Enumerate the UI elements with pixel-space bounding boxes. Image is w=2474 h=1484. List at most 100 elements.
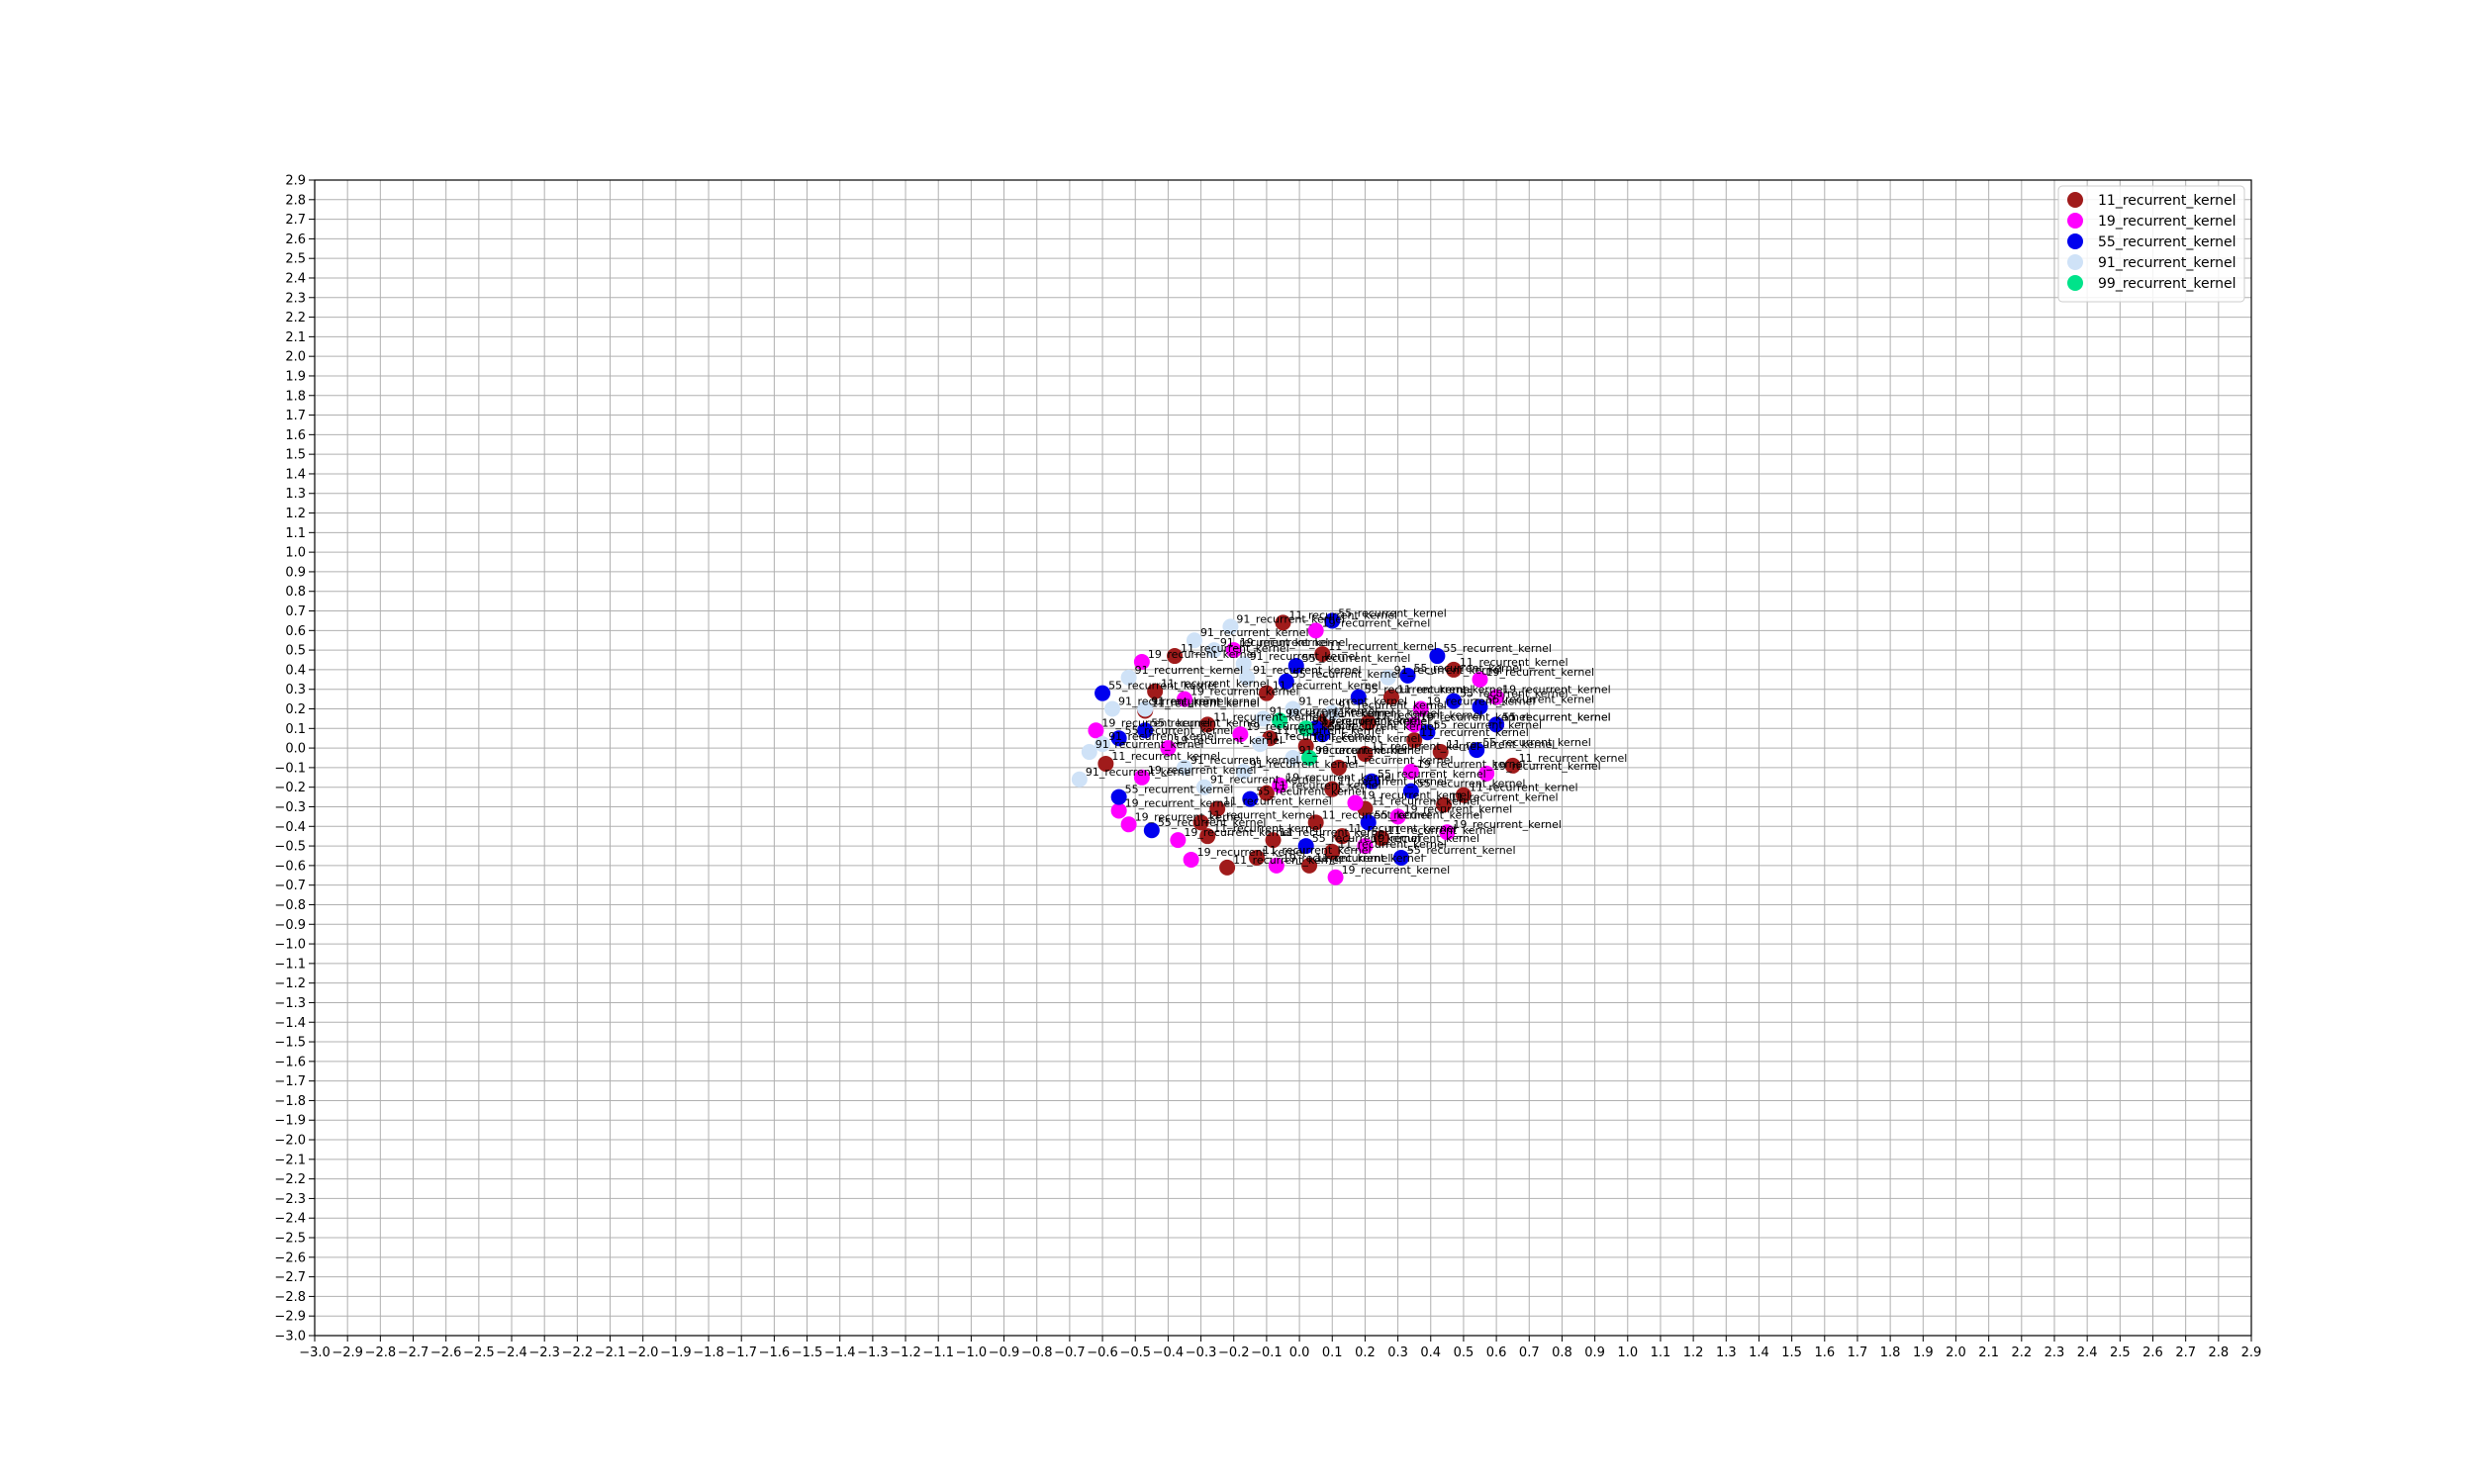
point-label: 11_recurrent_kernel bbox=[1420, 726, 1529, 739]
scatter-point bbox=[1334, 828, 1351, 845]
point-label: 19_recurrent_kernel bbox=[1184, 826, 1292, 839]
point-label: 55_recurrent_kernel bbox=[1378, 768, 1486, 781]
y-tick-label: −1.4 bbox=[274, 1016, 306, 1031]
point-label: 91_recurrent_kernel bbox=[1210, 774, 1319, 787]
point-label: 91_recurrent_kernel bbox=[1266, 730, 1375, 743]
point-label: 91_recurrent_kernel bbox=[1086, 766, 1194, 779]
scatter-point bbox=[1297, 838, 1314, 855]
scatter-point bbox=[1402, 763, 1419, 780]
x-tick-label: −2.4 bbox=[496, 1345, 527, 1360]
point-label: 55_recurrent_kernel bbox=[1365, 684, 1474, 696]
point-label: 19_recurrent_kernel bbox=[1322, 714, 1431, 727]
x-tick-label: −0.3 bbox=[1186, 1345, 1217, 1360]
point-label: 55_recurrent_kernel bbox=[1125, 724, 1234, 737]
scatter-point bbox=[1285, 700, 1301, 717]
x-tick-label: −0.1 bbox=[1251, 1345, 1283, 1360]
point-label: 55_recurrent_kernel bbox=[1312, 832, 1421, 845]
scatter-point bbox=[1120, 816, 1137, 833]
point-label: 11_recurrent_kernel bbox=[1263, 844, 1372, 857]
point-label: 19_recurrent_kernel bbox=[1125, 796, 1234, 809]
scatter-point bbox=[1324, 704, 1341, 721]
scatter-point bbox=[1170, 832, 1187, 849]
y-tick-label: −2.0 bbox=[274, 1134, 306, 1149]
scatter-point bbox=[1380, 669, 1396, 686]
point-label: 11_recurrent_kernel bbox=[1213, 822, 1322, 835]
scatter-point bbox=[1205, 642, 1222, 659]
point-label: 91_recurrent_kernel bbox=[1220, 636, 1329, 649]
scatter-point bbox=[1248, 849, 1265, 866]
x-tick-label: 0.5 bbox=[1454, 1345, 1475, 1360]
x-tick-label: 2.4 bbox=[2077, 1345, 2098, 1360]
scatter-point bbox=[1235, 655, 1252, 672]
point-label: 19_recurrent_kernel bbox=[1240, 636, 1349, 649]
point-label: 19_recurrent_kernel bbox=[1322, 616, 1431, 629]
scatter-point bbox=[1472, 698, 1488, 715]
point-label: 11_recurrent_kernel bbox=[1322, 808, 1431, 821]
point-label: 11_recurrent_kernel bbox=[1460, 656, 1569, 669]
grid-lines bbox=[314, 179, 2252, 1337]
scatter-point bbox=[1445, 693, 1462, 709]
point-label: 11_recurrent_kernel bbox=[1371, 794, 1479, 807]
y-tick-label: −1.9 bbox=[274, 1114, 306, 1129]
x-tick-label: 2.9 bbox=[2241, 1345, 2262, 1360]
x-tick-label: −1.7 bbox=[725, 1345, 757, 1360]
x-tick-label: 2.6 bbox=[2142, 1345, 2163, 1360]
scatter-point bbox=[1469, 742, 1485, 759]
scatter-point bbox=[1192, 814, 1209, 831]
scatter-point bbox=[1436, 796, 1453, 813]
x-tick-label: 0.4 bbox=[1420, 1345, 1441, 1360]
y-tick-label: −1.1 bbox=[274, 957, 306, 972]
point-label: 91_recurrent_kernel bbox=[1394, 664, 1503, 677]
y-tick-label: −2.4 bbox=[274, 1212, 306, 1227]
point-label: 91_recurrent_kernel bbox=[1108, 730, 1217, 743]
y-tick-label: −1.2 bbox=[274, 976, 306, 991]
scatter-point bbox=[1255, 710, 1272, 727]
y-axis-ticks: −3.0−2.9−2.8−2.7−2.6−2.5−2.4−2.3−2.2−2.1… bbox=[274, 174, 315, 1345]
scatter-point bbox=[1239, 669, 1256, 686]
point-label: 11_recurrent_kernel bbox=[1450, 791, 1559, 804]
y-tick-label: −2.8 bbox=[274, 1290, 306, 1305]
point-label: 11_recurrent_kernel bbox=[1207, 808, 1316, 821]
scatter-point bbox=[1364, 773, 1380, 789]
point-label: 11_recurrent_kernel bbox=[1312, 732, 1421, 745]
x-tick-label: 1.5 bbox=[1781, 1345, 1802, 1360]
legend-label: 55_recurrent_kernel bbox=[2098, 234, 2236, 250]
y-tick-label: 1.8 bbox=[285, 389, 306, 404]
scatter-point bbox=[1167, 648, 1184, 665]
scatter-point bbox=[1252, 736, 1269, 753]
scatter-point bbox=[1195, 779, 1212, 795]
scatter-point bbox=[1110, 802, 1127, 819]
point-label: 19_recurrent_kernel bbox=[1417, 758, 1526, 771]
scatter-point bbox=[1209, 800, 1226, 817]
point-label: 19_recurrent_kernel bbox=[1246, 720, 1355, 733]
point-label: 19_recurrent_kernel bbox=[1502, 684, 1611, 696]
point-label: 91_recurrent_kernel bbox=[1338, 698, 1447, 711]
y-tick-label: −2.5 bbox=[274, 1232, 306, 1247]
point-label: 55_recurrent_kernel bbox=[1125, 784, 1234, 796]
scatter-point bbox=[1287, 657, 1304, 674]
legend-label: 19_recurrent_kernel bbox=[2098, 214, 2236, 230]
y-tick-label: −1.5 bbox=[274, 1036, 306, 1051]
y-tick-label: −0.6 bbox=[274, 859, 306, 874]
scatter-point bbox=[1199, 716, 1216, 733]
point-label: 19_recurrent_kernel bbox=[1492, 760, 1601, 773]
scatter-point bbox=[1097, 755, 1114, 772]
y-tick-label: −2.7 bbox=[274, 1270, 306, 1285]
x-tick-label: −1.6 bbox=[759, 1345, 791, 1360]
y-tick-label: 1.0 bbox=[285, 546, 306, 561]
x-tick-label: 2.1 bbox=[1978, 1345, 1999, 1360]
x-tick-label: 0.9 bbox=[1584, 1345, 1605, 1360]
y-tick-label: 0.3 bbox=[285, 683, 306, 697]
x-tick-label: 2.0 bbox=[1946, 1345, 1966, 1360]
x-tick-label: 0.2 bbox=[1355, 1345, 1376, 1360]
scatter-point bbox=[1120, 669, 1137, 686]
x-tick-label: −1.8 bbox=[693, 1345, 724, 1360]
x-tick-label: −2.7 bbox=[398, 1345, 429, 1360]
scatter-point bbox=[1186, 632, 1202, 649]
point-label: 55_recurrent_kernel bbox=[1158, 816, 1267, 829]
x-tick-label: −1.2 bbox=[890, 1345, 921, 1360]
point-label: 19_recurrent_kernel bbox=[1427, 696, 1536, 708]
y-tick-label: 2.4 bbox=[285, 271, 306, 286]
point-label: 11_recurrent_kernel bbox=[1371, 740, 1479, 753]
y-tick-label: 1.5 bbox=[285, 448, 306, 463]
